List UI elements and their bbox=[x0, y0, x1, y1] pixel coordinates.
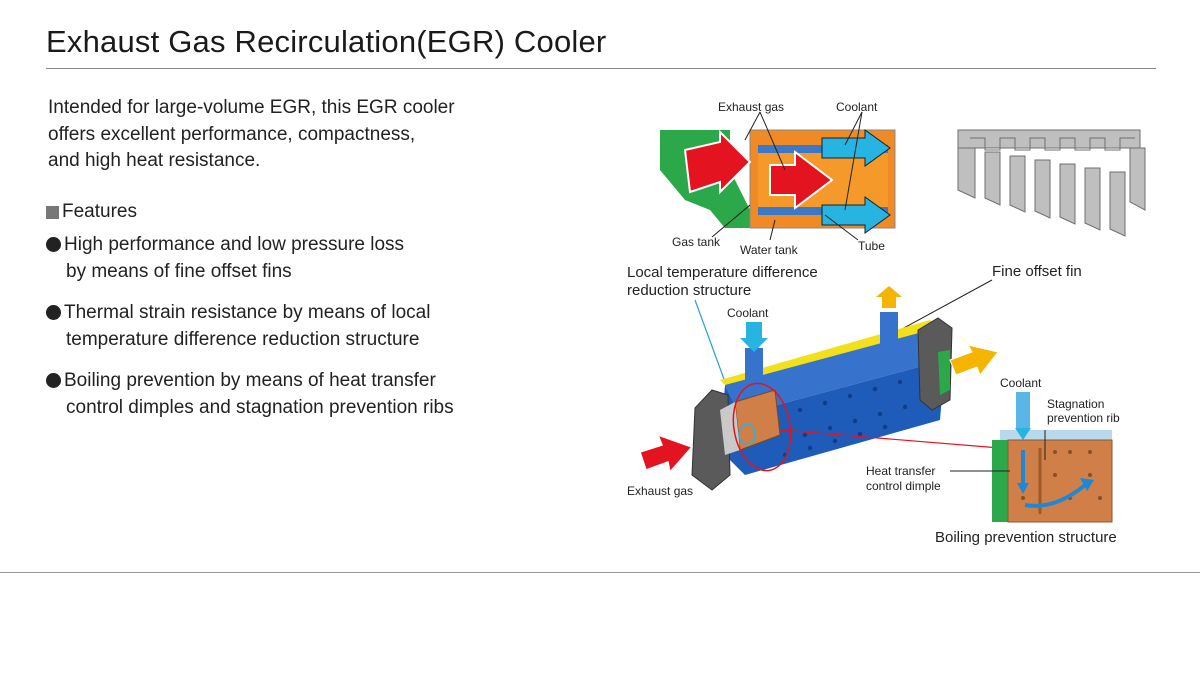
tube-label: Tube bbox=[858, 239, 885, 253]
feature-line: temperature difference reduction structu… bbox=[66, 328, 420, 350]
exhaust-gas-top-label: Exhaust gas bbox=[718, 100, 784, 114]
coolant-top-label: Coolant bbox=[836, 100, 878, 114]
intro-text: Intended for large-volume EGR, this EGR … bbox=[48, 95, 568, 175]
cross-section-illustration bbox=[660, 111, 896, 241]
coolant-arrow-icon bbox=[821, 196, 891, 234]
boiling-prevention-detail bbox=[950, 392, 1113, 523]
exhaust-arrow-icon bbox=[683, 129, 752, 195]
exhaust-gas-bottom-label: Exhaust gas bbox=[627, 484, 693, 498]
features-heading-label: Features bbox=[62, 201, 137, 222]
feature-item: Thermal strain resistance by means of lo… bbox=[46, 300, 586, 353]
footer-divider bbox=[0, 572, 1200, 573]
feature-line: High performance and low pressure loss bbox=[64, 234, 405, 255]
feature-line: Thermal strain resistance by means of lo… bbox=[64, 302, 431, 323]
water-tank-label: Water tank bbox=[740, 243, 799, 257]
local-temp-leader bbox=[694, 299, 729, 391]
fine-offset-fin-label: Fine offset fin bbox=[992, 263, 1082, 280]
stagnation-label-line2: prevention rib bbox=[1047, 411, 1120, 425]
feature-line: Boiling prevention by means of heat tran… bbox=[64, 370, 436, 391]
page-title: Exhaust Gas Recirculation(EGR) Cooler bbox=[46, 24, 607, 59]
dimple-label-line1: Heat transfer bbox=[866, 464, 935, 478]
exhaust-outlet-arrow-icon bbox=[949, 344, 999, 377]
bullet-icon bbox=[46, 237, 61, 252]
exhaust-inlet-arrow-icon bbox=[639, 433, 694, 474]
title-divider bbox=[46, 68, 1156, 69]
egr-cooler-body-illustration bbox=[691, 312, 953, 491]
local-temp-label-line1: Local temperature difference bbox=[627, 264, 818, 281]
intro-line: and high heat resistance. bbox=[48, 150, 261, 171]
square-bullet-icon bbox=[46, 205, 59, 219]
gas-tank-label: Gas tank bbox=[672, 235, 721, 249]
intro-line: offers excellent performance, compactnes… bbox=[48, 123, 416, 145]
egr-cooler-diagram: Exhaust gas Coolant Gas tank Water tank … bbox=[627, 100, 1146, 546]
feature-line: by means of fine offset fins bbox=[66, 260, 292, 282]
dimple-label-line2: control dimple bbox=[866, 479, 941, 493]
features-heading: Features bbox=[46, 201, 137, 223]
highlight-ellipse bbox=[732, 382, 792, 472]
local-temp-label-line2: reduction structure bbox=[627, 282, 751, 299]
coolant-inlet-arrow-icon bbox=[740, 322, 768, 352]
feature-line: control dimples and stagnation preventio… bbox=[66, 396, 454, 418]
coolant-mid-label: Coolant bbox=[727, 306, 769, 320]
features-list: High performance and low pressure loss b… bbox=[46, 232, 586, 436]
stagnation-label-line1: Stagnation bbox=[1047, 397, 1104, 411]
feature-item: Boiling prevention by means of heat tran… bbox=[46, 368, 586, 421]
bullet-icon bbox=[46, 305, 61, 320]
fine-offset-fin-illustration bbox=[957, 129, 1146, 237]
exhaust-arrow-icon bbox=[769, 149, 834, 211]
feature-item: High performance and low pressure loss b… bbox=[46, 232, 586, 285]
bullet-icon bbox=[46, 373, 61, 388]
boiling-prevention-label: Boiling prevention structure bbox=[935, 529, 1117, 546]
coolant-outlet-arrow-icon bbox=[876, 286, 902, 308]
coolant-right-label: Coolant bbox=[1000, 376, 1042, 390]
detail-connector-line bbox=[779, 429, 1001, 449]
intro-line: Intended for large-volume EGR, this EGR … bbox=[48, 97, 455, 118]
